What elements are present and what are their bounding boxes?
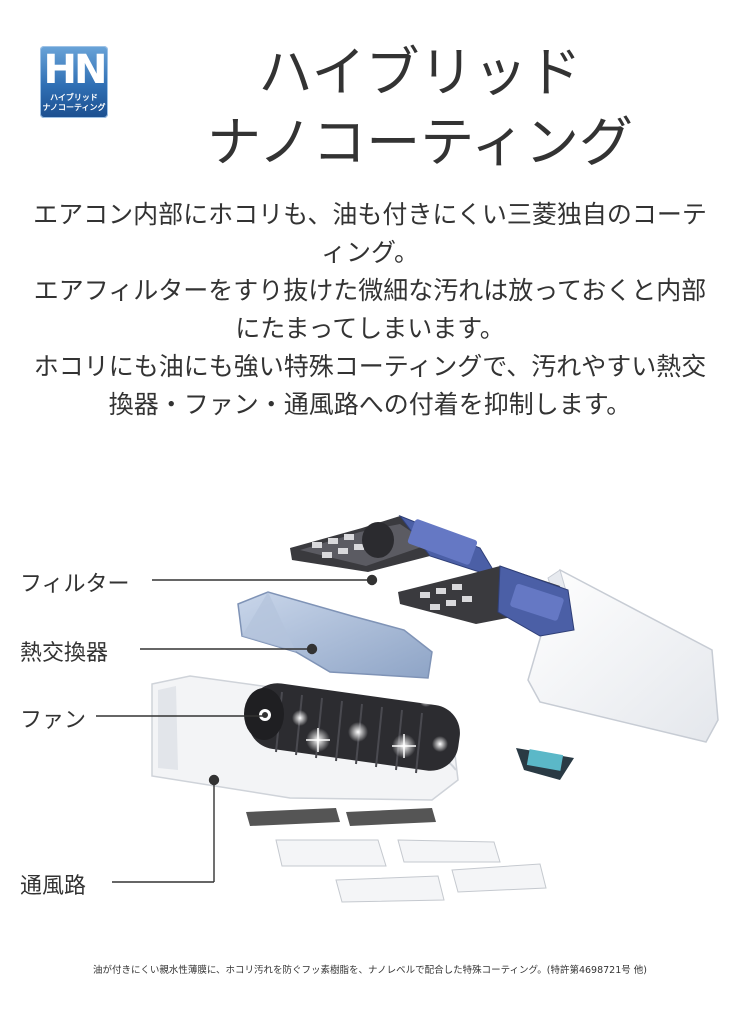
footnote: 油が付きにくい親水性薄膜に、ホコリ汚れを防ぐフッ素樹脂を、ナノレベルで配合した特…	[93, 965, 647, 976]
sparkle-lines	[306, 728, 416, 758]
badge-line1: ハイブリッド	[50, 93, 98, 102]
badge-logo-text: HN	[43, 47, 108, 93]
filter-assembly	[290, 514, 575, 637]
page-title-line1: ハイブリッド	[258, 41, 582, 104]
callout-lines	[96, 574, 378, 883]
callout-airway-label: 通風路	[20, 874, 87, 899]
louver-parts	[246, 748, 574, 903]
callout-heat-exchanger-label: 熱交換器	[20, 641, 109, 666]
air-conditioner-exploded-illustration	[96, 514, 719, 908]
callout-fan-label: ファン	[20, 708, 87, 733]
heat-exchanger-panel	[237, 591, 433, 679]
description-line-2: ィング。	[320, 238, 419, 267]
page-title-line2: ナノコーティング	[206, 111, 634, 174]
callout-filter-label: フィルター	[20, 572, 130, 597]
description-line-6: 換器・ファン・通風路への付着を抑制します。	[108, 390, 632, 419]
description-line-4: にたまってしまいます。	[235, 314, 505, 343]
badge-line2: ナノコーティング	[42, 103, 106, 112]
description-line-5: ホコリにも油にも強い特殊コーティングで、汚れやすい熱交	[33, 352, 707, 381]
description-line-3: エアフィルターをすり抜けた微細な汚れは放っておくと内部	[33, 276, 707, 305]
description-line-1: エアコン内部にホコリも、油も付きにくい三菱独自のコーテ	[33, 200, 707, 229]
hn-logo-badge: HN ハイブリッド ナノコーティング	[40, 46, 108, 118]
